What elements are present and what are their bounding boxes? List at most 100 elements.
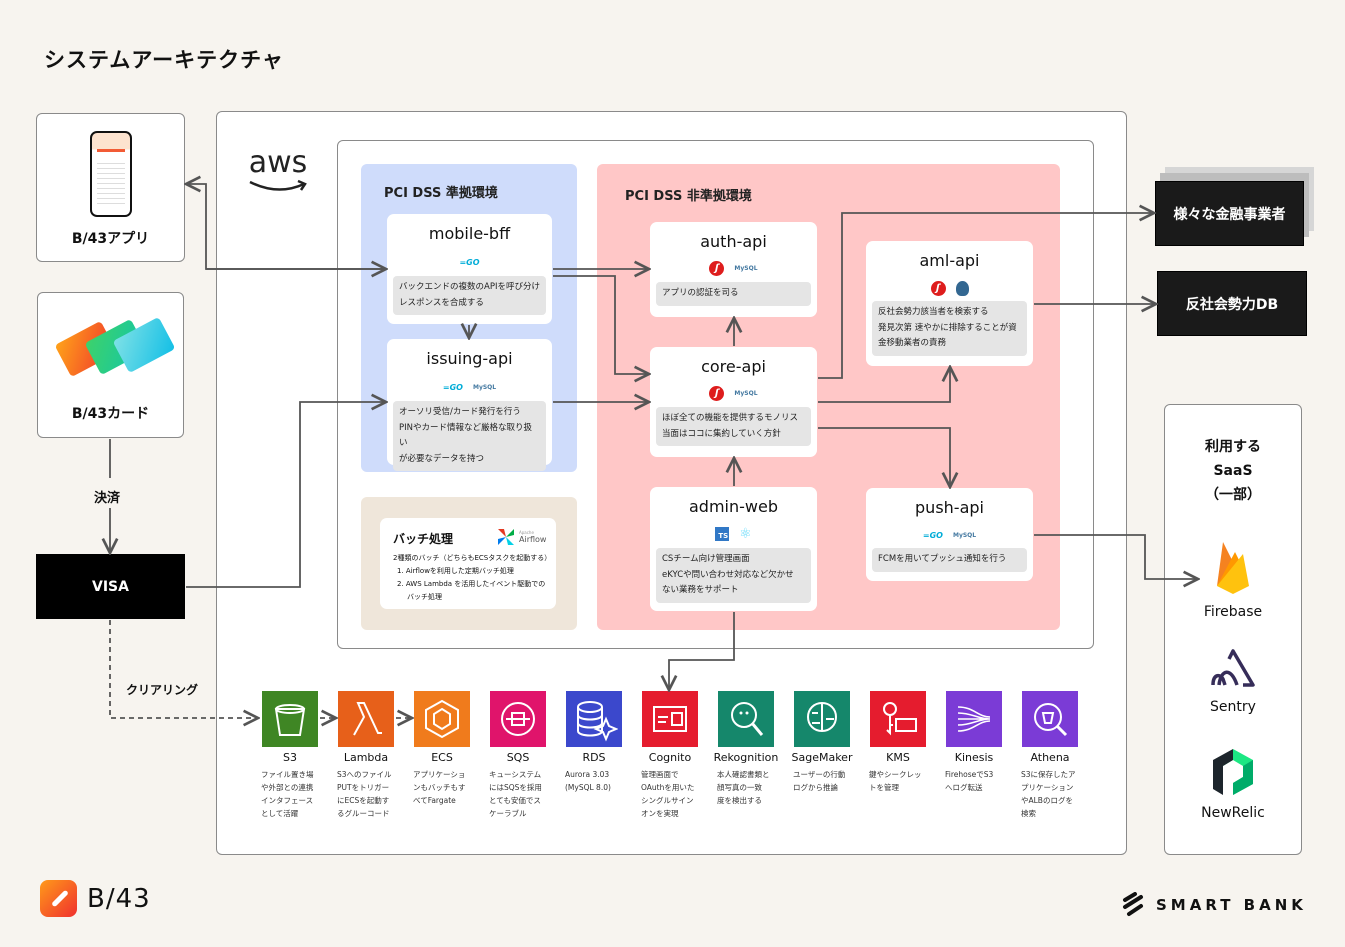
saas-firebase[interactable]: Firebase (1165, 540, 1301, 620)
aws-service-desc: ファイル置き場や外部との連携インタフェースとして活躍 (261, 770, 314, 818)
b43-card-label: B/43カード (71, 406, 150, 422)
aws-service-name: Cognito (648, 751, 692, 764)
issuing-api-desc: オーソリ受信/カード発行を行う PINやカード情報など厳格な取り扱い が必要なデ… (393, 401, 546, 471)
visa-label: VISA (92, 578, 129, 595)
batch-desc-line-3: 2. AWS Lambda を活用したイベント駆動での (397, 580, 546, 588)
card-image-icon (54, 316, 176, 383)
mysql-icon: MySQL (734, 264, 758, 272)
mobile-bff-desc: バックエンドの複数のAPIを呼び分け レスポンスを合成する (393, 276, 546, 315)
newrelic-icon (1213, 749, 1253, 795)
aws-service-s3[interactable]: S3 ファイル置き場や外部との連携インタフェースとして活躍 (255, 691, 325, 820)
aws-service-desc: 本人確認書類と顔写真の一致度を検出する (717, 770, 770, 805)
aws-service-name: ECS (431, 751, 453, 764)
saas-box: 利用する SaaS （一部） Firebase Sentry NewRelic (1164, 404, 1302, 855)
mysql-icon: MySQL (952, 531, 977, 539)
b43-app-label: B/43アプリ (71, 231, 150, 247)
aws-service-desc: 鍵やシークレットを管理 (869, 770, 922, 792)
sentry-icon (1211, 649, 1255, 687)
database-icon (566, 691, 622, 747)
aws-service-name: KMS (886, 751, 910, 764)
ecs-icon (414, 691, 470, 747)
push-api-desc: FCMを用いてプッシュ通知を行う (872, 548, 1027, 572)
aws-service-name: Lambda (343, 751, 389, 764)
aws-service-name: SageMaker (791, 751, 853, 764)
aws-logo-icon: aws (246, 148, 310, 194)
payment-edge-label: 決済 (94, 491, 121, 506)
lambda-icon (338, 691, 394, 747)
typescript-icon: TS (715, 527, 730, 541)
bucket-icon (262, 691, 318, 747)
aws-service-rekognition[interactable]: Rekognition 本人確認書類と顔写真の一致度を検出する (711, 691, 781, 807)
visa-box[interactable]: VISA (36, 554, 185, 619)
aws-service-name: Rekognition (713, 751, 779, 764)
aws-service-kms[interactable]: KMS 鍵やシークレットを管理 (863, 691, 933, 794)
saas-sentry[interactable]: Sentry (1165, 645, 1301, 715)
batch-desc-line-4: バッチ処理 (407, 593, 442, 601)
batch-desc-line-1: 2種類のバッチ（どちらもECSタスクを起動する） (393, 554, 552, 562)
phone-icon (90, 131, 132, 217)
clearing-edge-label: クリアリング (126, 683, 199, 697)
mysql-icon: MySQL (472, 383, 497, 391)
b43-app-box[interactable]: B/43アプリ (36, 113, 185, 262)
b43-card-box[interactable]: B/43カード (37, 292, 184, 438)
aws-service-desc: ユーザーの行動ログから推論 (793, 770, 846, 792)
scala-icon: ʃ (709, 385, 725, 401)
service-aml-api[interactable]: aml-api ʃ 反社会勢力該当者を検索する 発見次第 速やかに排除することが… (866, 241, 1033, 366)
stream-icon (946, 691, 1002, 747)
antisocial-db-box[interactable]: 反社会勢力DB (1157, 271, 1307, 336)
non-pci-zone-title: PCI DSS 非準拠環境 (625, 189, 752, 204)
go-icon: =GO (922, 530, 943, 540)
aws-service-name: Athena (1030, 751, 1070, 764)
aws-service-desc: Aurora 3.03(MySQL 8.0) (565, 770, 611, 792)
b43-logo-icon (40, 880, 77, 917)
react-icon: ⚛ (739, 526, 752, 542)
id-card-icon (642, 691, 698, 747)
financial-institutions-box[interactable]: 様々な金融事業者 (1155, 181, 1304, 246)
athena-icon (1022, 691, 1078, 747)
batch-title: バッチ処理 (393, 532, 454, 546)
saas-newrelic[interactable]: NewRelic (1165, 747, 1301, 821)
aws-service-sagemaker[interactable]: SageMaker ユーザーの行動ログから推論 (787, 691, 857, 794)
mysql-icon: MySQL (734, 389, 758, 397)
aws-service-ecs[interactable]: ECS アプリケーションもバッチもすべてFargate (407, 691, 477, 807)
brain-icon (794, 691, 850, 747)
go-icon: =GO (442, 382, 463, 392)
scala-icon: ʃ (709, 260, 725, 276)
aml-api-desc: 反社会勢力該当者を検索する 発見次第 速やかに排除することが資 金移動業者の責務 (872, 301, 1027, 356)
core-api-desc: ほぼ全ての機能を提供するモノリス 当面はココに集約していく方針 (656, 407, 811, 446)
service-mobile-bff[interactable]: mobile-bff =GO バックエンドの複数のAPIを呼び分け レスポンスを… (387, 214, 552, 324)
saas-title: 利用する SaaS （一部） (1205, 439, 1261, 503)
aws-service-desc: アプリケーションもバッチもすべてFargate (413, 770, 466, 805)
key-icon (870, 691, 926, 747)
aws-service-name: SQS (506, 751, 530, 764)
postgresql-icon (955, 280, 969, 296)
batch-desc-line-2: 1. Airflowを利用した定期バッチ処理 (397, 567, 514, 575)
service-admin-web[interactable]: admin-web TS⚛ CSチーム向け管理画面 eKYCや問い合わせ対応など… (650, 487, 817, 611)
smartbank-logo: SMART BANK (1122, 892, 1307, 918)
aws-service-name: S3 (283, 751, 297, 764)
magnifier-face-icon (718, 691, 774, 747)
firebase-icon (1217, 542, 1249, 594)
aws-service-desc: S3に保存したアプリケーションやALBのログを検索 (1021, 770, 1076, 818)
b43-logo: B/43 (40, 880, 151, 917)
queue-icon (490, 691, 546, 747)
smartbank-logo-icon (1123, 892, 1143, 916)
aws-service-name: Kinesis (954, 751, 994, 764)
scala-icon: ʃ (930, 280, 946, 296)
auth-api-desc: アプリの認証を司る (656, 282, 811, 306)
